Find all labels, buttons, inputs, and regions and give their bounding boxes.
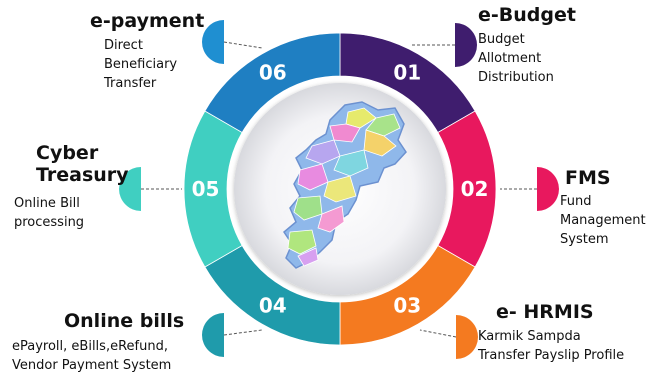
segment-numbers: 01 02 03 04 05 06 [192,61,489,318]
tab-e-hrmis [456,315,478,359]
segment-number-fms: 02 [461,177,489,201]
segment-number-cyber-treasury: 05 [192,177,220,201]
tab-fms [537,167,559,211]
title-e-hrmis: e- HRMIS [496,301,594,323]
segment-number-online-bills: 04 [259,293,287,317]
tab-online-bills [202,313,224,357]
connector-e-hrmis [419,329,457,338]
desc-online-bills: ePayroll, eBills,eRefund,Vendor Payment … [12,339,172,373]
ring-segment-e-payment [204,32,341,134]
tab-cyber-treasury [119,167,141,211]
title-online-bills: Online bills [64,310,185,332]
title-e-payment: e-payment [90,10,205,32]
ring-segments [183,32,497,346]
tab-e-payment [202,20,224,64]
tab-e-budget [455,23,477,67]
title-e-budget: e-Budget [478,4,576,26]
segment-tabs [119,20,559,359]
connector-e-payment [223,41,263,49]
state-map-image [283,101,407,269]
title-fms: FMS [565,167,611,189]
segment-number-e-hrmis: 03 [393,293,421,317]
title-cyber-treasury: Cyber Treasury [36,142,129,186]
segment-number-e-budget: 01 [393,61,421,85]
connector-online-bills [223,329,263,336]
segment-number-e-payment: 06 [259,61,287,85]
